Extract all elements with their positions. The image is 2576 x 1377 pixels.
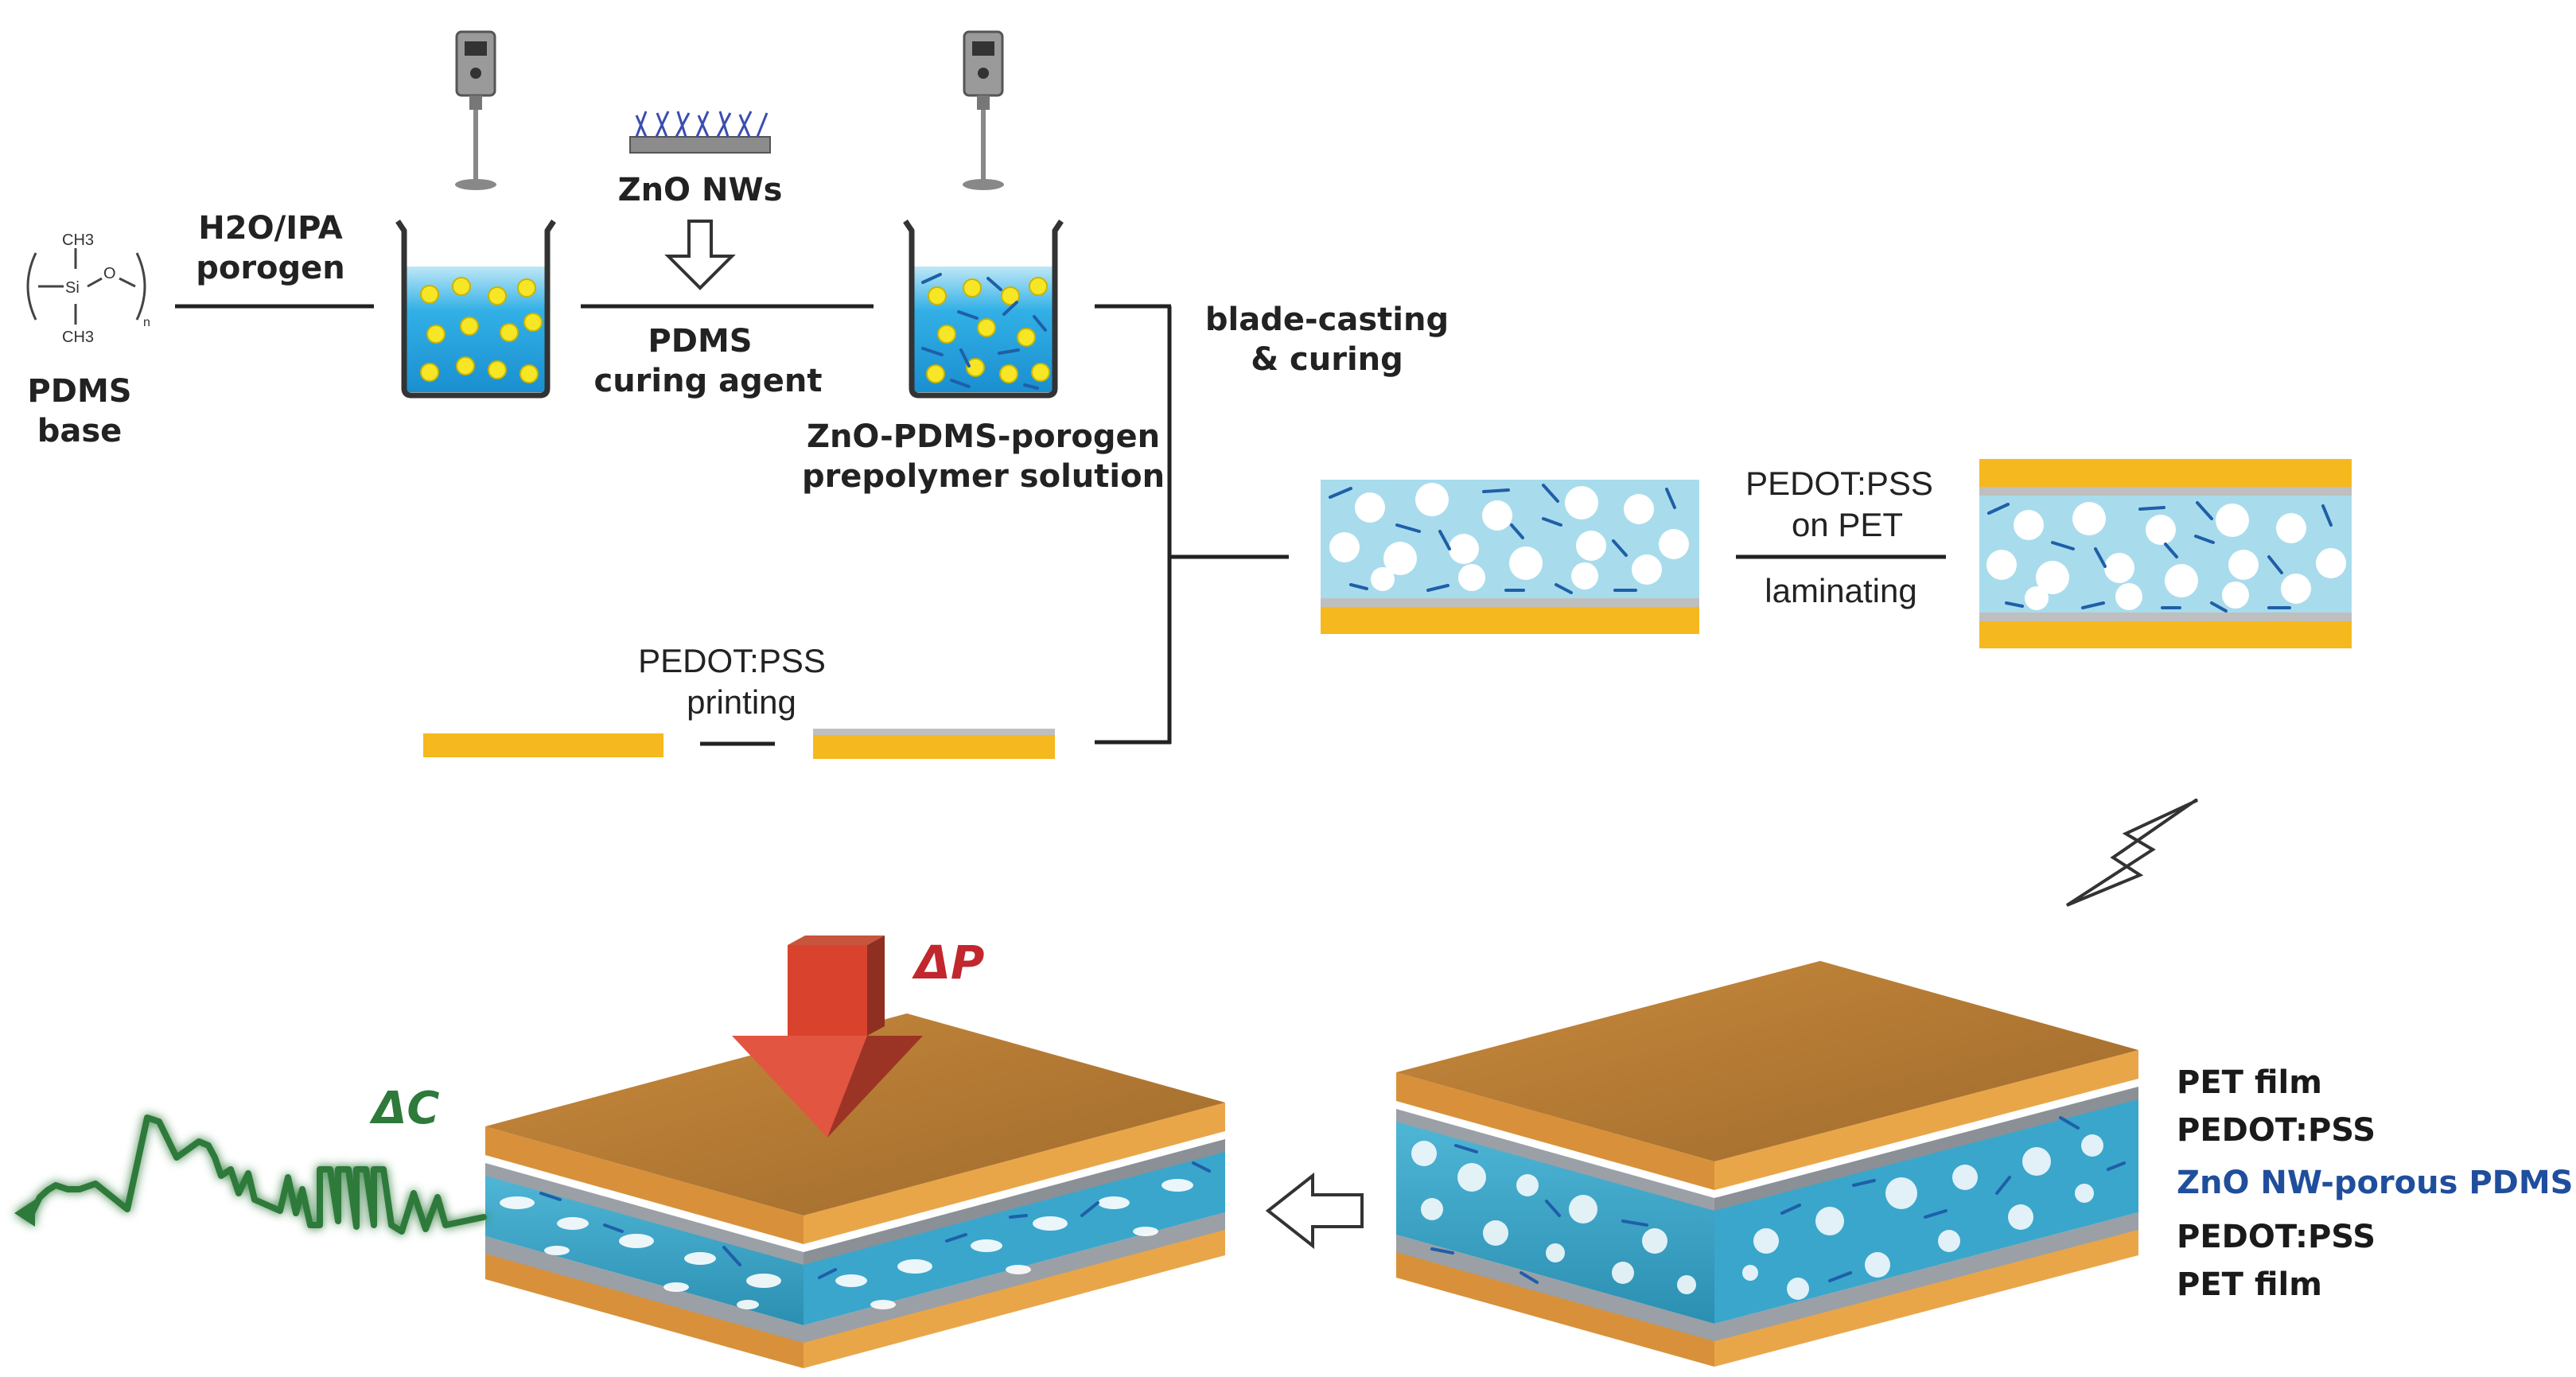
legend-item-pet-bottom: PET film	[2177, 1266, 2322, 1303]
printing-label-1: PEDOT:PSS	[638, 642, 826, 679]
monomer-o: O	[103, 265, 116, 282]
monomer-n: n	[143, 316, 150, 329]
pedot-layer	[813, 729, 1055, 737]
pdms-base-label-2: base	[37, 413, 123, 449]
pressed-device-3d	[485, 1013, 1225, 1368]
blade-casting-label-2: & curing	[1251, 341, 1403, 378]
delta-c-label: ΔC	[369, 1083, 439, 1134]
curing-agent-label-2: curing agent	[593, 363, 822, 399]
legend-item-pedot-top: PEDOT:PSS	[2177, 1112, 2376, 1149]
cast-film-cross-section	[1321, 480, 1699, 634]
zno-nanowire-substrate	[629, 111, 771, 154]
legend-item-pet-top: PET film	[2177, 1064, 2322, 1101]
porogen-label-2: porogen	[196, 250, 345, 286]
pedot-on-pet-label-1: PEDOT:PSS	[1745, 465, 1933, 502]
porogen-label-1: H2O/IPA	[198, 210, 342, 247]
laminated-device-3d	[1396, 961, 2138, 1367]
down-arrow-icon	[664, 220, 736, 290]
prepolymer-label-2: prepolymer solution	[802, 458, 1165, 495]
laminating-label: laminating	[1765, 572, 1916, 609]
pressure-arrow-icon	[732, 936, 923, 1138]
beaker-porogen	[395, 220, 556, 399]
layer-legend: PET film PEDOT:PSS ZnO NW-porous PDMS PE…	[2177, 1064, 2573, 1303]
pet-substrate	[423, 733, 663, 757]
legend-item-zno-pdms: ZnO NW-porous PDMS	[2177, 1165, 2573, 1201]
pet-substrate	[813, 735, 1055, 759]
prepolymer-label-1: ZnO-PDMS-porogen	[807, 418, 1160, 455]
monomer-si: Si	[65, 279, 80, 297]
stirrer-icon	[963, 30, 1004, 190]
process-bracket	[1095, 304, 1289, 745]
delta-p-label: ΔP	[912, 936, 984, 990]
diagonal-arrow-icon	[2065, 799, 2198, 907]
stirrer-icon	[455, 30, 496, 190]
curing-agent-label-1: PDMS	[648, 323, 752, 360]
pdms-monomer-structure: CH3 Si O CH3 n	[26, 231, 150, 346]
legend-item-pedot-bottom: PEDOT:PSS	[2177, 1219, 2376, 1255]
blade-casting-label-1: blade-casting	[1205, 301, 1449, 338]
beaker-prepolymer	[903, 220, 1064, 399]
capacitance-signal	[14, 1114, 487, 1235]
zno-nws-label: ZnO NWs	[618, 172, 783, 208]
monomer-ch3-top: CH3	[62, 231, 94, 249]
pedot-on-pet-label-2: on PET	[1792, 506, 1903, 543]
pdms-base-label-1: PDMS	[27, 373, 131, 410]
laminated-film-cross-section	[1979, 459, 2352, 648]
printing-label-2: printing	[687, 683, 796, 721]
left-arrow-icon	[1265, 1172, 1364, 1250]
monomer-ch3-bottom: CH3	[62, 329, 94, 346]
